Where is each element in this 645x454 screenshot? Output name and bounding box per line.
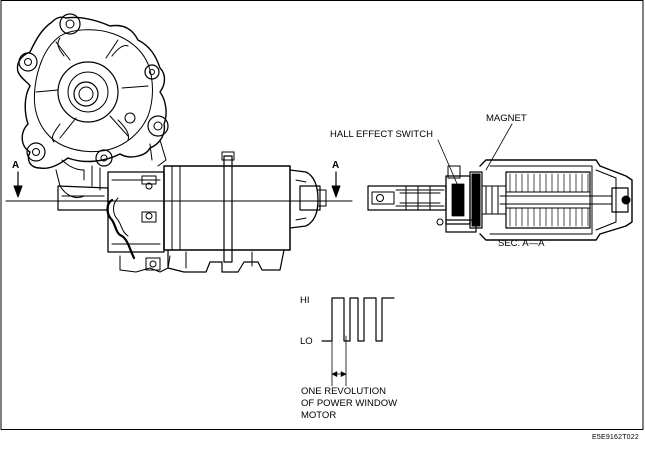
section-mark-right: A xyxy=(332,160,340,171)
section-caption: SEC. A—A xyxy=(498,238,545,249)
section-line-a-a xyxy=(5,171,353,202)
magnet-label: MAGNET xyxy=(486,113,527,124)
hall-signal-waveform xyxy=(321,297,395,387)
figure-border xyxy=(0,0,644,430)
section-mark-left: A xyxy=(12,160,20,171)
hall-effect-switch-label: HALL EFFECT SWITCH xyxy=(330,129,433,140)
signal-hi-label: HI xyxy=(300,295,310,306)
signal-lo-label: LO xyxy=(300,336,313,347)
figure-id: E5E9162T022 xyxy=(592,434,639,441)
revolution-caption-line1: ONE REVOLUTION xyxy=(301,386,386,397)
revolution-caption-line3: MOTOR xyxy=(301,410,337,421)
motor-body xyxy=(57,139,327,273)
section-view xyxy=(367,123,633,241)
revolution-caption-line2: OF POWER WINDOW xyxy=(301,398,398,409)
gear-housing xyxy=(16,13,169,199)
